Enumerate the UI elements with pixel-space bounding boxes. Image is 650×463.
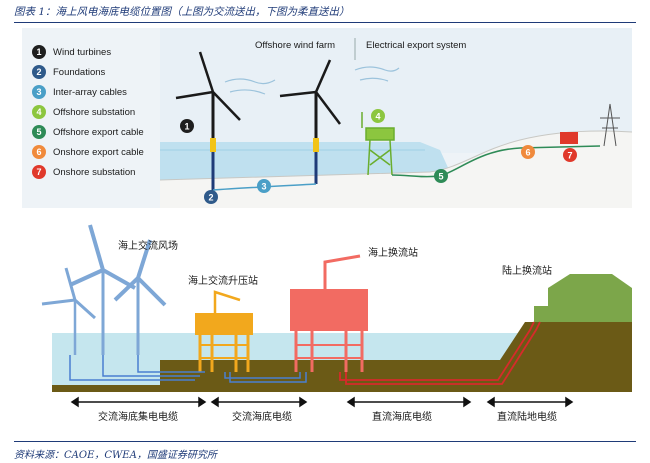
svg-text:4: 4 xyxy=(375,112,380,122)
svg-text:3: 3 xyxy=(261,182,266,192)
legend-item-7: 7 Onshore substation xyxy=(32,164,135,180)
legend-label: Wind turbines xyxy=(53,46,112,58)
cable-label-dc-land: 直流陆地电缆 xyxy=(497,412,557,423)
offshore-substation xyxy=(361,112,395,176)
seabed-land xyxy=(160,130,632,208)
legend-item-6: 6 Onshore export cable xyxy=(32,144,144,160)
marker-5: 5 xyxy=(434,169,448,183)
heading-offshore-wind-farm: Offshore wind farm xyxy=(255,40,336,51)
svg-text:5: 5 xyxy=(438,172,443,182)
svg-text:2: 2 xyxy=(208,193,213,203)
legend-label: Inter-array cables xyxy=(53,86,127,98)
legend-num: 7 xyxy=(32,165,46,179)
label-onshore-converter: 陆上换流站 xyxy=(502,266,552,277)
legend-num: 6 xyxy=(32,145,46,159)
wind-swirls xyxy=(224,66,400,95)
marker-2: 2 xyxy=(204,190,218,204)
marker-7: 7 xyxy=(563,148,577,162)
cable-label-ac-collector: 交流海底集电电缆 xyxy=(98,412,178,423)
heading-electrical-export-system: Electrical export system xyxy=(366,40,467,51)
marker-6: 6 xyxy=(521,145,535,159)
wind-turbine-2 xyxy=(279,59,341,184)
ac-submarine-cable xyxy=(224,372,307,383)
label-offshore-ac-booster: 海上交流升压站 xyxy=(188,276,258,287)
ac-booster-station xyxy=(195,290,253,372)
offshore-converter-station xyxy=(290,254,368,372)
legend-item-3: 3 Inter-array cables xyxy=(32,84,127,100)
legend-label: Offshore substation xyxy=(53,106,136,118)
wind-turbine-1 xyxy=(175,51,241,192)
cable-label-dc-submarine: 直流海底电缆 xyxy=(372,412,432,423)
onshore-substation xyxy=(560,103,620,147)
figure-title: 图表 1：海上风电海底电缆位置图（上图为交流送出，下图为柔直送出） xyxy=(14,6,350,18)
svg-text:1: 1 xyxy=(184,122,189,132)
marker-1: 1 xyxy=(180,119,194,133)
legend-label: Onshore substation xyxy=(53,166,136,178)
legend-num: 3 xyxy=(32,85,46,99)
legend-item-1: 1 Wind turbines xyxy=(32,44,111,60)
svg-text:6: 6 xyxy=(525,148,530,158)
bottom-wind-turbines xyxy=(41,224,167,355)
legend-label: Onshore export cable xyxy=(53,146,144,158)
cable-label-ac-submarine: 交流海底电缆 xyxy=(232,412,292,423)
source-note: 资料来源：CAOE，CWEA，国盛证券研究所 xyxy=(14,450,217,461)
legend-num: 2 xyxy=(32,65,46,79)
legend-item-5: 5 Offshore export cable xyxy=(32,124,144,140)
label-offshore-converter: 海上换流站 xyxy=(368,248,418,259)
legend-label: Foundations xyxy=(53,66,106,78)
label-offshore-ac-farm: 海上交流风场 xyxy=(118,241,178,252)
marker-3: 3 xyxy=(257,179,271,193)
source-rule xyxy=(14,441,636,442)
ac-collector-cable xyxy=(69,355,205,381)
legend-item-4: 4 Offshore substation xyxy=(32,104,135,120)
legend-item-2: 2 Foundations xyxy=(32,64,105,80)
bottom-arrows xyxy=(70,396,574,408)
onshore-converter-building xyxy=(548,288,632,322)
bottom-seabed xyxy=(160,322,632,392)
legend-label: Offshore export cable xyxy=(53,126,144,138)
legend-num: 4 xyxy=(32,105,46,119)
svg-text:7: 7 xyxy=(567,151,572,161)
dc-cable xyxy=(339,321,541,385)
legend-num: 5 xyxy=(32,125,46,139)
marker-4: 4 xyxy=(371,109,385,123)
title-rule xyxy=(14,22,636,23)
legend-num: 1 xyxy=(32,45,46,59)
